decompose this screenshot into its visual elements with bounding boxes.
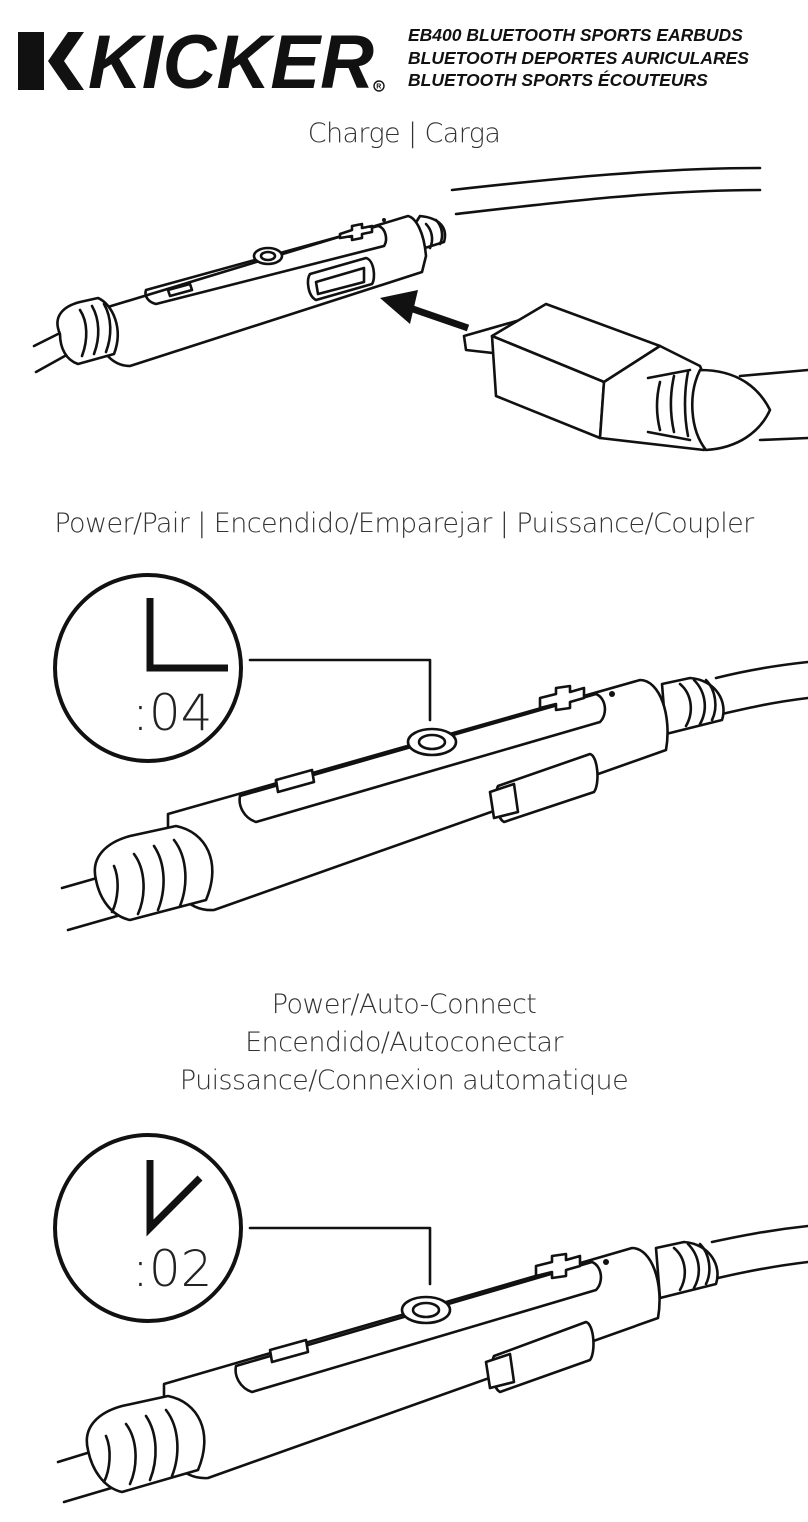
- charge-illustration: [32, 166, 808, 452]
- kicker-logo: KICKER R: [18, 26, 385, 96]
- arrow-icon: [380, 290, 470, 332]
- pair-heading: Power/Pair | Encendido/Emparejar | Puiss…: [54, 508, 754, 539]
- auto-connect-line-1: Power/Auto-Connect: [271, 989, 537, 1020]
- auto-connect-line-3: Puissance/Connexion automatique: [179, 1065, 629, 1096]
- svg-text:KICKER: KICKER: [88, 26, 374, 96]
- timer-label: :02: [132, 1240, 212, 1298]
- strain-relief-right: [654, 1240, 719, 1300]
- remote-control-icon: [93, 678, 669, 922]
- product-line-2: BLUETOOTH DEPORTES AURICULARES: [408, 47, 749, 68]
- model-number: EB400: [408, 25, 462, 45]
- svg-text:R: R: [376, 84, 381, 91]
- product-title: EB400 BLUETOOTH SPORTS EARBUDS BLUETOOTH…: [408, 24, 803, 92]
- timer-label: :04: [132, 684, 212, 742]
- strain-relief-right: [660, 676, 725, 736]
- usb-plug-icon: [462, 302, 808, 452]
- timer-clock-icon: :04: [53, 573, 243, 763]
- auto-connect-heading: Power/Auto-Connect Encendido/Autoconecta…: [0, 986, 808, 1100]
- remote-control-icon: [85, 1246, 661, 1494]
- callout-line: [248, 658, 432, 722]
- callout-line: [248, 1226, 432, 1286]
- charge-heading: Charge | Carga: [307, 118, 501, 149]
- timer-clock-icon: :02: [53, 1133, 243, 1323]
- pair-illustration: :04: [53, 573, 808, 932]
- auto-connect-illustration: :02: [53, 1133, 808, 1504]
- product-line-3: BLUETOOTH SPORTS ÉCOUTEURS: [408, 70, 708, 90]
- remote-control-icon: [56, 214, 428, 368]
- product-line-1: EB400 BLUETOOTH SPORTS EARBUDS: [408, 25, 743, 45]
- auto-connect-line-2: Encendido/Autoconectar: [245, 1027, 563, 1058]
